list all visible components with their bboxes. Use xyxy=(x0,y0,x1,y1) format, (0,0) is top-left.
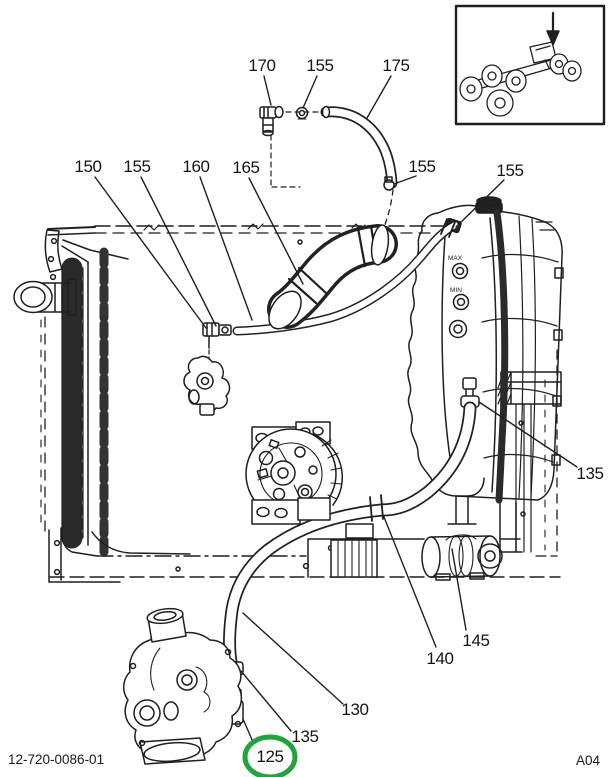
leader-lines xyxy=(94,75,578,743)
callout-155-c[interactable]: 155 xyxy=(408,157,436,176)
callout-150[interactable]: 150 xyxy=(74,157,102,176)
down-arrow-icon xyxy=(546,11,560,46)
callout-135-b[interactable]: 135 xyxy=(291,727,319,746)
surge-tank xyxy=(407,196,564,553)
callout-125-highlighted[interactable]: 125 xyxy=(256,747,284,766)
truck-chassis-locator-icon xyxy=(459,41,582,117)
callout-155-d[interactable]: 155 xyxy=(496,161,524,180)
callout-160[interactable]: 160 xyxy=(182,157,210,176)
lower-pipe-assembly xyxy=(330,523,503,581)
alternator xyxy=(245,421,344,525)
water-pump xyxy=(123,607,243,765)
tank-max-mark: MAX xyxy=(448,255,463,262)
callout-175[interactable]: 175 xyxy=(382,56,410,75)
callout-155-a[interactable]: 155 xyxy=(306,56,334,75)
chassis-locator-inset xyxy=(454,4,606,126)
callout-165[interactable]: 165 xyxy=(232,158,260,177)
highlight-ring xyxy=(242,734,298,777)
tank-min-mark: MIN xyxy=(450,287,462,294)
drain-valve-assembly xyxy=(183,355,231,416)
callout-155-b[interactable]: 155 xyxy=(123,157,151,176)
callout-130[interactable]: 130 xyxy=(341,700,369,719)
callout-145[interactable]: 145 xyxy=(462,631,490,650)
page-code: A04 xyxy=(576,753,601,768)
document-number: 12-720-0086-01 xyxy=(8,752,105,767)
callout-140[interactable]: 140 xyxy=(426,649,454,668)
radiator-frame xyxy=(13,223,562,583)
callout-135-a[interactable]: 135 xyxy=(576,464,604,483)
vent-fitting xyxy=(259,105,322,188)
hoses xyxy=(179,105,477,725)
callout-170[interactable]: 170 xyxy=(248,56,276,75)
